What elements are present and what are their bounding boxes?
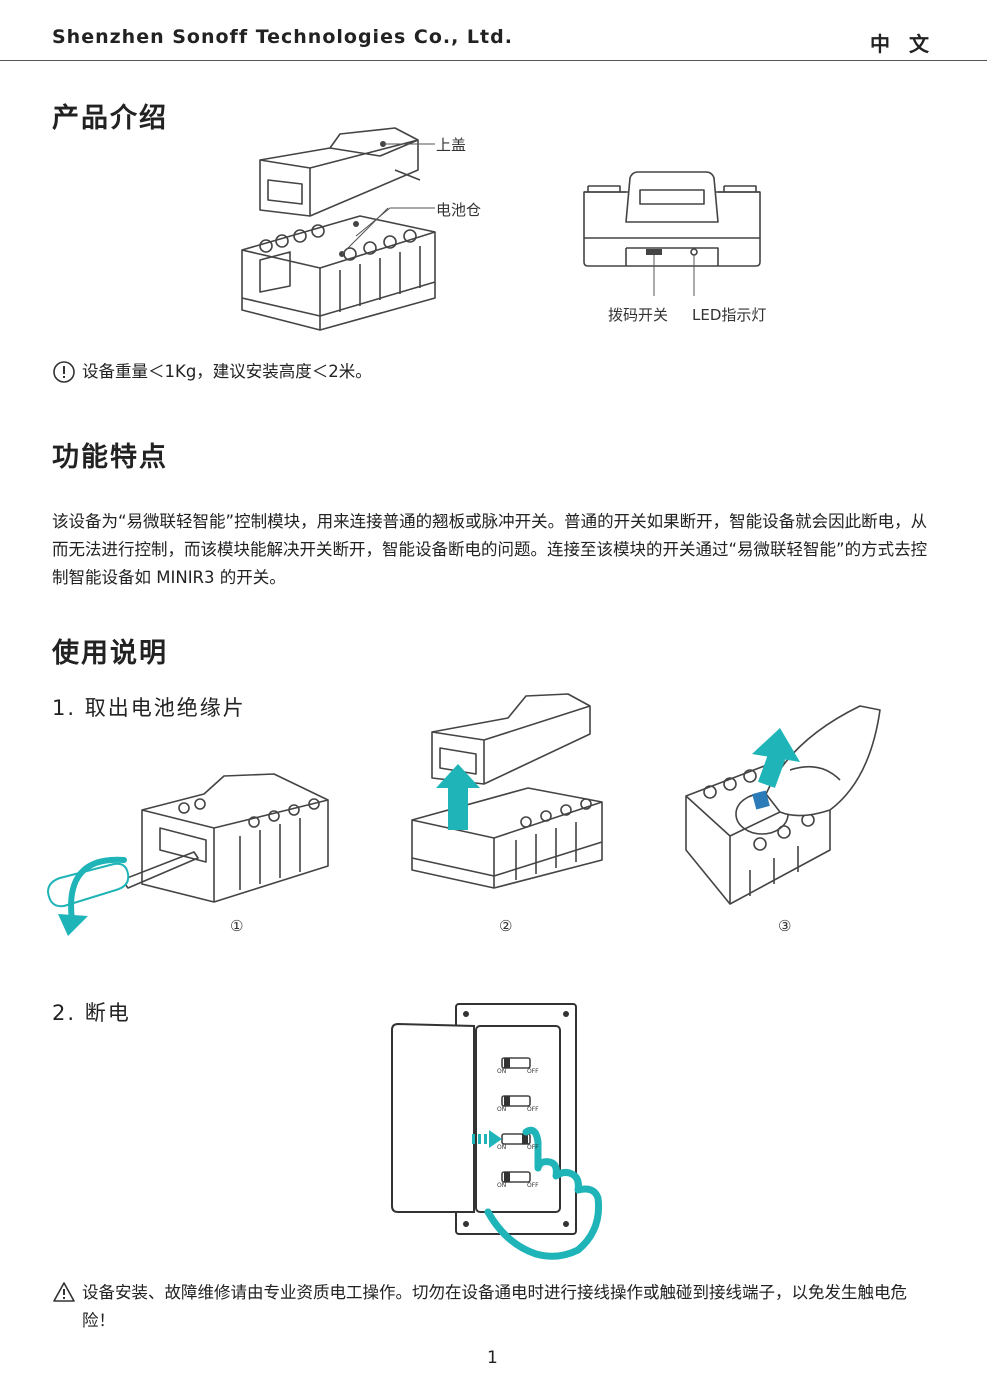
section-title-intro: 产品介绍 (52, 103, 168, 134)
step1-illustration-lift-cover (411, 693, 603, 889)
step2-illustration-switch-panel (391, 1003, 603, 1260)
weight-note-text: 设备重量＜1Kg，建议安装高度＜2米。 (82, 362, 372, 381)
intro-callout-lines (341, 143, 435, 255)
step1-marker-2: ② (499, 917, 513, 935)
switch-off-label-1: OFF (527, 1068, 539, 1075)
features-paragraph: 该设备为“易微联轻智能”控制模块，用来连接普通的翘板或脉冲开关。普通的开关如果断… (52, 512, 928, 587)
switch-off-label-4: OFF (527, 1182, 539, 1189)
safety-warning: 设备安装、故障维修请由专业资质电工操作。切勿在设备通电时进行接线操作或触碰到接线… (52, 1279, 936, 1335)
page-header: Shenzhen Sonoff Technologies Co., Ltd. 中… (0, 0, 987, 61)
section-title-usage: 使用说明 (52, 638, 168, 669)
label-led-indicator: LED指示灯 (692, 306, 767, 324)
safety-warning-text: 设备安装、故障维修请由专业资质电工操作。切勿在设备通电时进行接线操作或触碰到接线… (82, 1283, 907, 1330)
step1-illustration-screwdriver (46, 773, 329, 936)
label-top-cover: 上盖 (436, 136, 467, 154)
step-1-heading: 1. 取出电池绝缘片 (52, 696, 246, 720)
switch-off-label-3: OFF (527, 1144, 539, 1151)
language-label: 中 文 (870, 32, 935, 56)
warning-triangle-icon (53, 1282, 75, 1302)
step-2-heading: 2. 断电 (52, 1001, 131, 1025)
device-exploded-illustration (241, 127, 436, 331)
switch-on-label-3: ON (497, 1144, 507, 1151)
label-dip-switch: 拨码开关 (608, 306, 669, 324)
weight-note: 设备重量＜1Kg，建议安装高度＜2米。 (52, 358, 372, 386)
switch-on-label-4: ON (497, 1182, 507, 1189)
company-name: Shenzhen Sonoff Technologies Co., Ltd. (52, 26, 513, 48)
page-number: 1 (487, 1348, 498, 1368)
section-title-features: 功能特点 (52, 442, 168, 473)
switch-on-label-2: ON (497, 1106, 507, 1113)
switch-off-label-2: OFF (527, 1106, 539, 1113)
switch-on-label-1: ON (497, 1068, 507, 1075)
step1-marker-3: ③ (778, 917, 792, 935)
step1-marker-1: ① (230, 917, 244, 935)
step1-illustration-battery-tab (685, 705, 881, 905)
info-icon (53, 361, 75, 383)
label-battery-compartment: 电池仓 (436, 201, 482, 219)
device-front-illustration (583, 171, 761, 296)
